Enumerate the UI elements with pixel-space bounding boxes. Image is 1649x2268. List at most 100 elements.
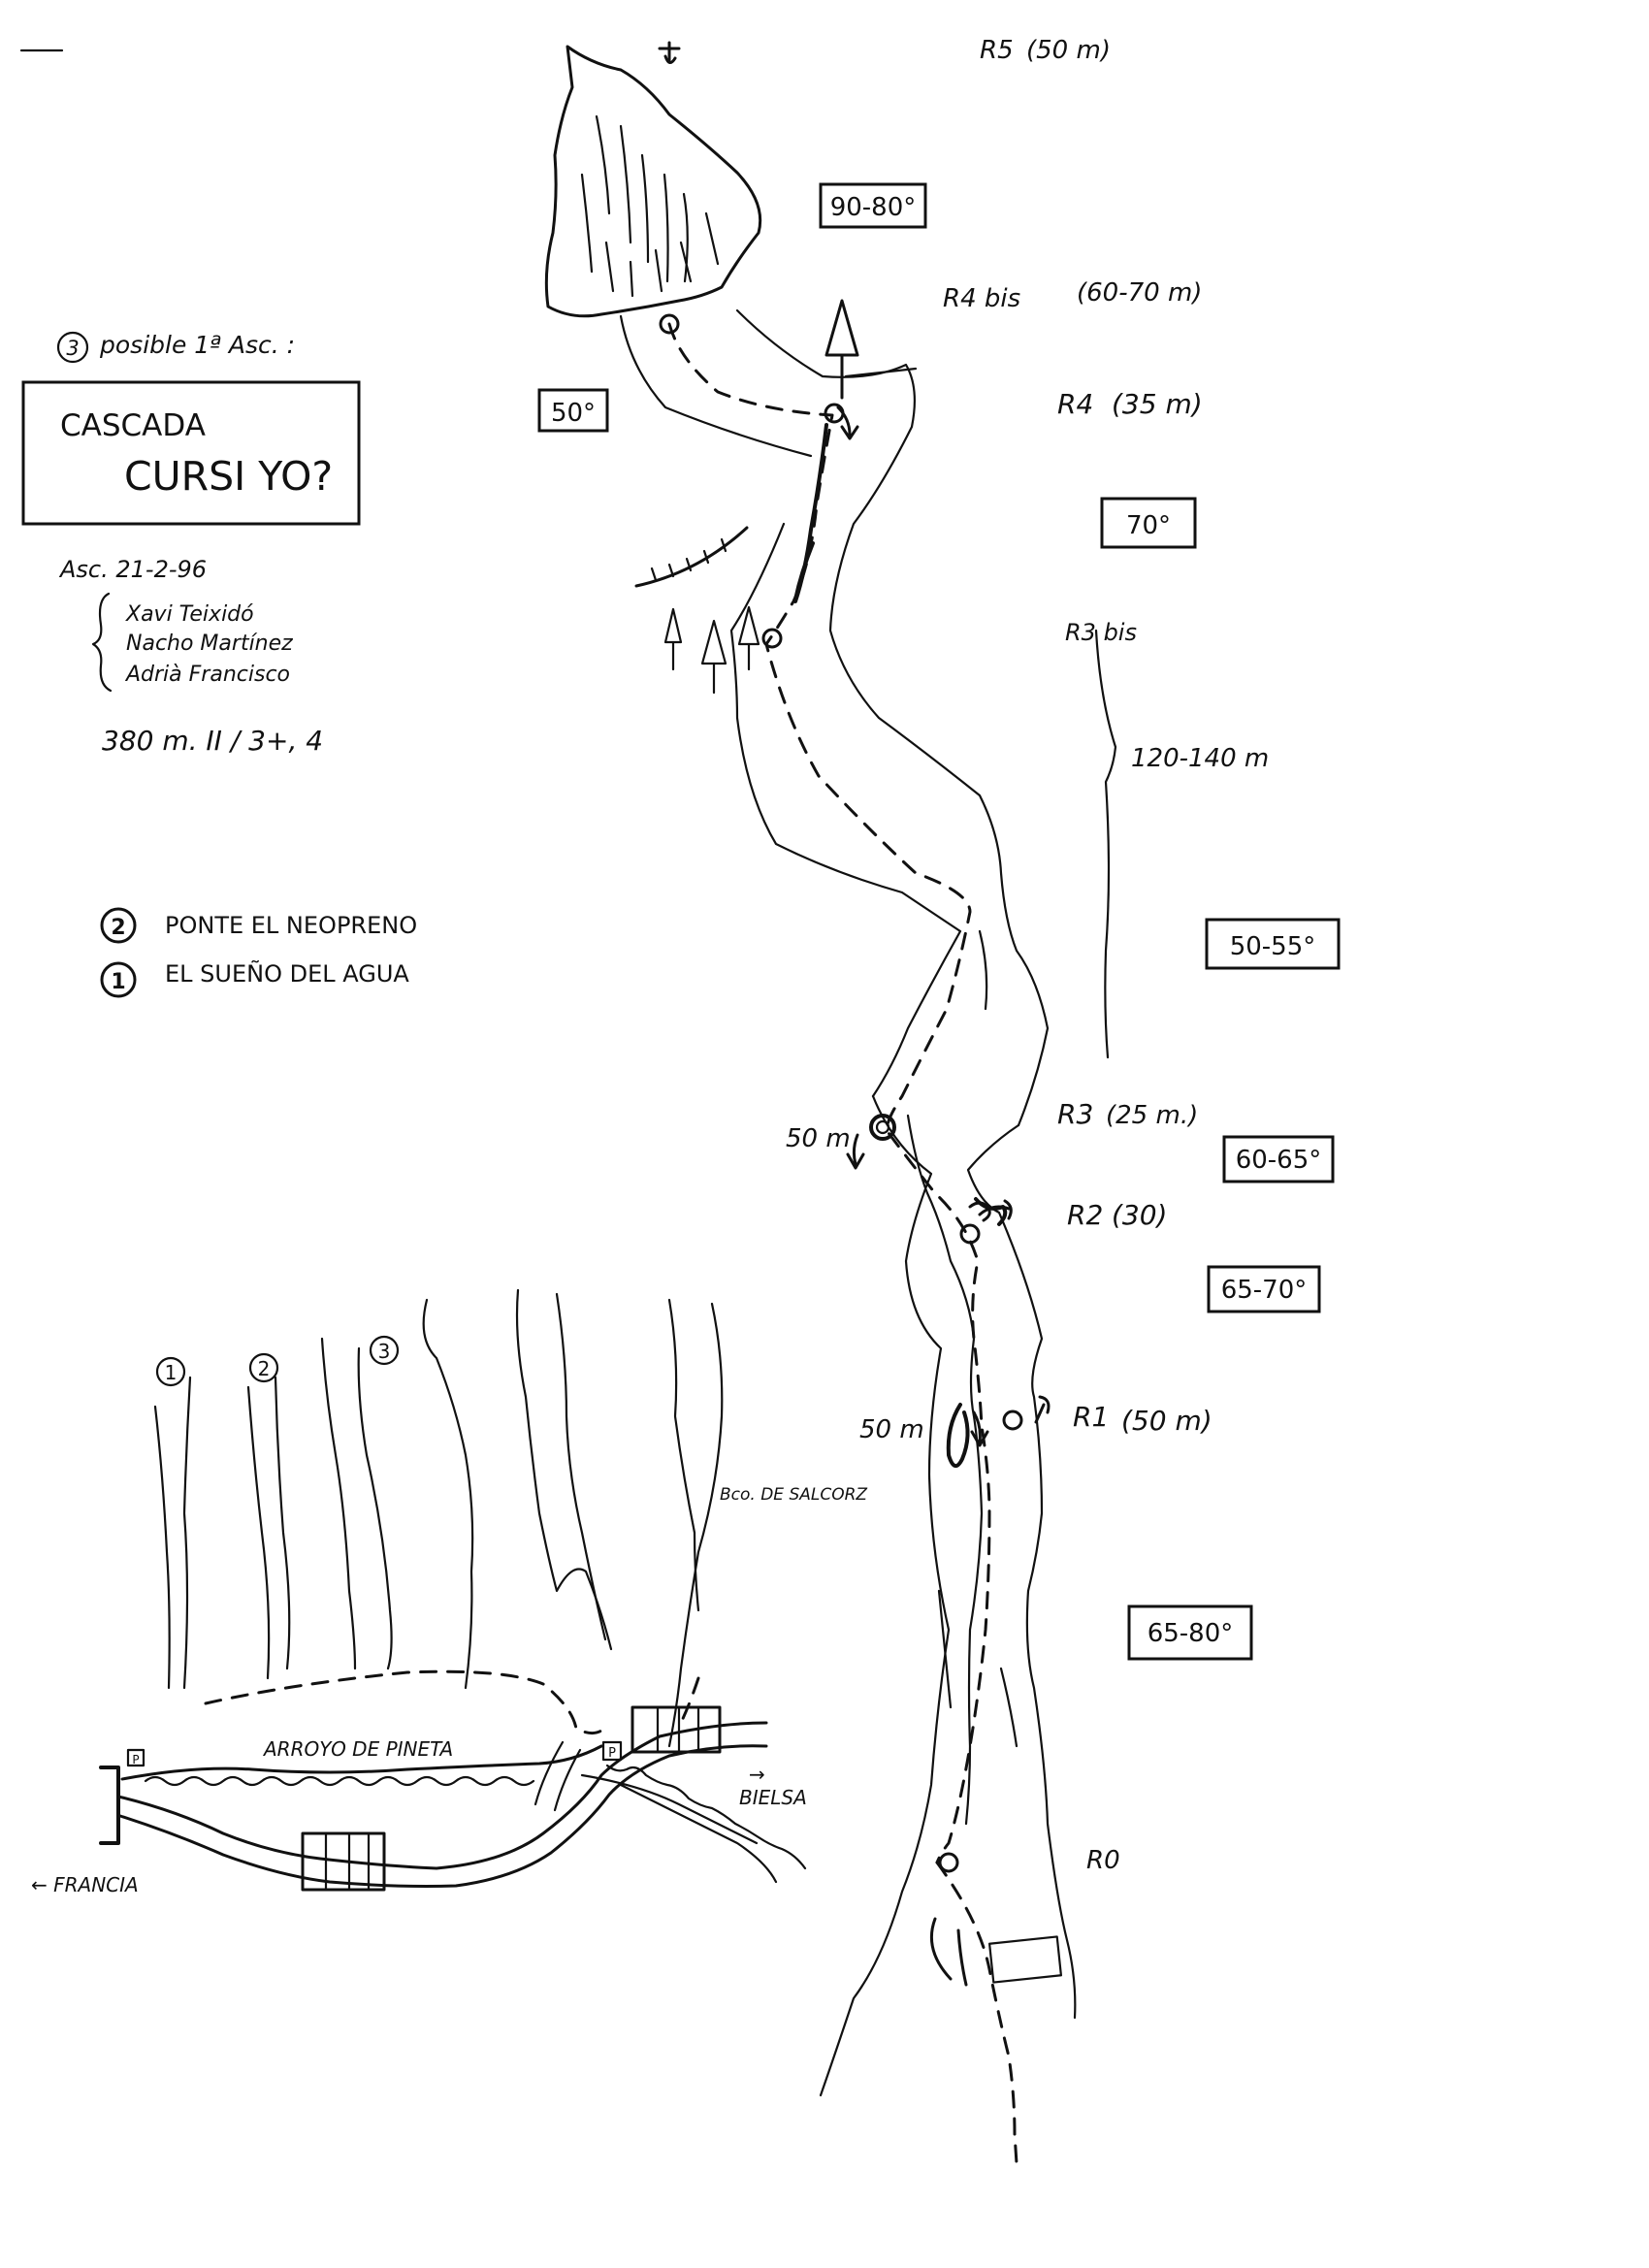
belay-name: R4 bis — [943, 284, 1020, 313]
cliff-line — [555, 1292, 607, 1641]
angle-label: 90-80° — [830, 193, 917, 222]
cliff-line — [246, 1376, 291, 1680]
belay-name: R2 — [1067, 1199, 1103, 1231]
cliff-line — [667, 1302, 724, 1748]
angle-label: 60-65° — [1236, 1146, 1322, 1175]
pitch-length: 120-140 m — [1131, 744, 1269, 773]
angle-box — [537, 388, 609, 433]
belay-name: R5 — [980, 36, 1014, 65]
belay-detail: (60-70 m) — [1077, 278, 1202, 308]
route-title-line2: CURSI YO? — [124, 453, 333, 500]
summit-rock — [544, 45, 762, 318]
belay-detail: (30) — [1112, 1199, 1167, 1231]
svg-text:P: P — [132, 1753, 139, 1766]
stream-ripples — [144, 1775, 535, 1787]
climber-name: Adrià Francisco — [124, 663, 290, 687]
direction-arrow-icon — [824, 299, 859, 400]
info-block: 3 posible 1ª Asc. : CASCADA CURSI YO? As… — [21, 331, 361, 757]
svg-text:P: P — [608, 1746, 616, 1761]
angle-box — [1100, 497, 1197, 549]
route-number-circle — [248, 1352, 279, 1383]
main-road — [118, 1744, 768, 1888]
gully-right-edge-lower — [966, 1123, 1077, 2020]
ice-hook — [974, 1197, 1008, 1226]
road-end — [99, 1766, 120, 1845]
angle-box — [1205, 918, 1341, 970]
parking-icon: P — [126, 1748, 146, 1767]
piton-icon — [1034, 1395, 1051, 1424]
cliff-line — [320, 1337, 357, 1670]
inner-ice-edge — [906, 929, 1018, 1826]
climber-name: Xavi Teixidó — [125, 602, 254, 627]
ledge-line — [844, 367, 918, 378]
belay-name: R3 — [1057, 1098, 1093, 1130]
stream-bank — [580, 1773, 778, 1884]
belay-name: R4 — [1057, 388, 1093, 420]
rappel-length: 50 m — [859, 1415, 924, 1444]
belay-ring-icon — [824, 403, 845, 424]
cliff-line — [422, 1298, 474, 1690]
belay-ring-icon — [938, 1852, 959, 1873]
belay-ring-icon — [659, 313, 680, 335]
angle-label: 50-55° — [1230, 932, 1316, 961]
bielsa-arrow-icon: → — [749, 1763, 765, 1786]
length-grade: 380 m. II / 3+, 4 — [102, 725, 323, 757]
route-number-circle — [100, 961, 137, 998]
gully-left-edge-lower — [819, 1094, 951, 2097]
ice-column — [793, 423, 828, 603]
main-road — [116, 1721, 768, 1870]
route-title-line1: CASCADA — [60, 408, 206, 443]
other-route-name: PONTE EL NEOPRENO — [165, 912, 417, 939]
rappel-arrow-icon — [846, 1133, 865, 1170]
route-number-circle — [369, 1335, 400, 1366]
angle-box — [1222, 1135, 1335, 1183]
other-route-number: 1 — [111, 970, 125, 994]
climbers-brace — [91, 592, 113, 693]
start-block — [988, 1935, 1062, 1984]
tunnel-icon — [630, 1705, 722, 1754]
rappel-loop — [946, 1403, 970, 1468]
tunnel-icon — [301, 1831, 386, 1892]
bielsa-label: BIELSA — [739, 1786, 807, 1809]
belay-ring-icon — [869, 1114, 896, 1141]
forest-label: Bco. DE SALCORZ — [720, 1485, 867, 1505]
map-route-number: 2 — [258, 1357, 271, 1380]
gully-right-edge — [735, 308, 1050, 1127]
start-pillar-left — [929, 1917, 968, 1987]
route-line-approach — [935, 1861, 1018, 2165]
gully-left-edge — [619, 314, 962, 1098]
approach-trail — [204, 1669, 603, 1735]
tree-icon — [700, 619, 728, 695]
cliff-line — [357, 1346, 393, 1670]
route-number-circle — [56, 331, 89, 364]
rappel-arrow-icon — [836, 405, 859, 440]
side-road — [534, 1740, 582, 1812]
approach-map: 1 2 3 — [31, 1288, 867, 1896]
cliff-line — [515, 1288, 613, 1651]
topo-diagram: 90-80° 50° 70° 50-55° 60-65° 65-70° 65-8… — [537, 36, 1341, 2165]
route-number-circle — [100, 907, 137, 944]
belay-name: R0 — [1086, 1846, 1120, 1875]
angle-label: 50° — [551, 399, 596, 428]
rappel-length: 50 m — [786, 1124, 851, 1153]
tree-icon — [737, 605, 760, 671]
belay-name: R3 bis — [1065, 619, 1137, 646]
climber-name: Nacho Martínez — [126, 632, 293, 656]
parking-icon: P — [601, 1740, 623, 1762]
belay-ring-icon — [1002, 1409, 1023, 1431]
cliff-line — [153, 1376, 192, 1690]
stream-ripples — [605, 1764, 807, 1870]
belay-detail: (35 m) — [1112, 388, 1203, 420]
route-line — [667, 322, 991, 1864]
belay-name: R1 — [1073, 1401, 1109, 1433]
other-route-name: EL SUEÑO DEL AGUA — [165, 958, 409, 988]
rock-hatching — [580, 114, 720, 298]
angle-box — [819, 182, 927, 229]
stream-label: ARROYO DE PINETA — [262, 1737, 453, 1761]
pitch-length-line — [1094, 629, 1117, 1059]
left-slope — [634, 526, 749, 588]
angle-box — [1207, 1265, 1321, 1313]
angle-label: 65-80° — [1148, 1619, 1234, 1648]
belay-detail: (50 m) — [1121, 1405, 1212, 1437]
belay-detail: (50 m) — [1026, 36, 1111, 65]
